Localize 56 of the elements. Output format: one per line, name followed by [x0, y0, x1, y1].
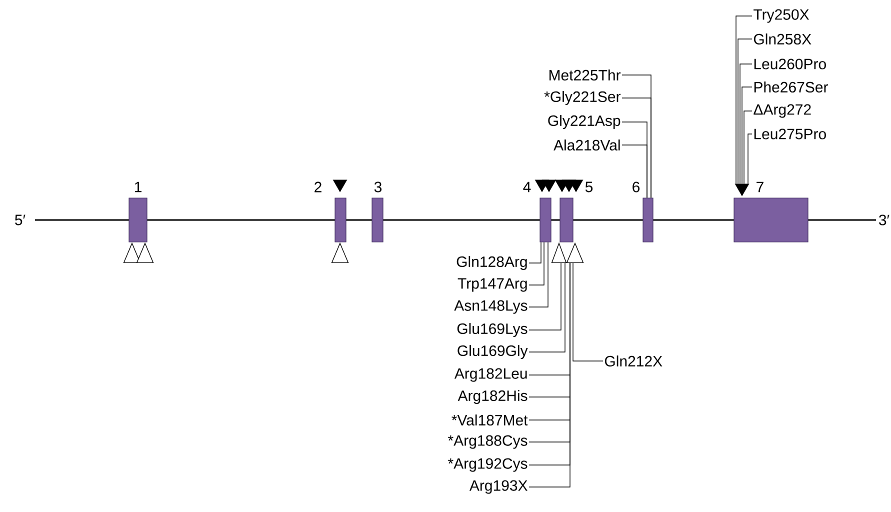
- mutation-label: Glu169Lys: [457, 323, 528, 337]
- leader-line: [744, 110, 752, 184]
- mutation-label: *Arg192Cys: [448, 458, 528, 472]
- mutation-label: Gln212X: [604, 356, 662, 366]
- exon-box: 7: [734, 182, 808, 242]
- leader-line: [572, 262, 604, 362]
- leader-line: [742, 86, 752, 184]
- mutation-label: Glu169Gly: [458, 345, 528, 359]
- strand-end-label: 3′: [879, 214, 890, 226]
- mutation-label: Met225Thr: [550, 70, 621, 80]
- exon-box: 6: [632, 182, 654, 242]
- leader-line: [740, 64, 752, 184]
- node-label: 1: [134, 182, 142, 192]
- mutation-triangle: [734, 184, 750, 196]
- mutation-label: Arg182His: [458, 390, 528, 404]
- mutation-label: Trp147Arg: [458, 278, 527, 292]
- mutation-label: Gln128Arg: [456, 256, 527, 270]
- mutation-triangle: [332, 180, 348, 192]
- mutation-label: Gln258X: [754, 34, 812, 44]
- leader-line: [748, 134, 752, 184]
- node-label: 5: [585, 182, 593, 192]
- node-label: 4: [523, 182, 531, 192]
- mutation-label: Leu260Pro: [754, 58, 826, 70]
- leader-line: [622, 98, 652, 198]
- mutation-label: Ala218Val: [554, 140, 620, 150]
- mutation-triangle: [542, 180, 556, 192]
- mutation-label: Try250X: [754, 9, 810, 23]
- mutation-label: *Arg188Cys: [448, 435, 528, 449]
- exon-box: 4: [523, 182, 552, 242]
- mutation-label: Arg182Leu: [454, 368, 527, 382]
- mutation-label: ΔArg272: [754, 104, 811, 118]
- leader-line: [528, 262, 562, 330]
- leader-line: [528, 262, 566, 352]
- mutation-label: Gly221Asp: [548, 115, 620, 129]
- leader-line: [528, 242, 542, 264]
- strand-end-label: 5′: [15, 214, 26, 226]
- leader-line: [736, 16, 752, 184]
- leader-line: [738, 38, 752, 184]
- node-label: 2: [314, 182, 322, 192]
- node-label: 3: [374, 182, 382, 192]
- mutation-triangle: [568, 180, 584, 192]
- exon-box: 3: [372, 182, 384, 242]
- exon-box: 5: [560, 182, 593, 242]
- mutation-label: Asn148Lys: [454, 300, 528, 314]
- mutation-label: *Val187Met: [452, 414, 528, 426]
- exon-box: 2: [314, 182, 346, 242]
- leader-line: [528, 242, 544, 286]
- exon-box: 1: [128, 182, 148, 242]
- node-label: 6: [632, 182, 640, 192]
- mutation-label: Phe267Ser: [754, 82, 828, 92]
- leader-line: [622, 144, 648, 198]
- node-label: 7: [756, 182, 764, 192]
- leader-line: [528, 242, 548, 308]
- mutation-label: Arg193X: [469, 480, 528, 494]
- mutation-label: Leu275Pro: [754, 128, 826, 140]
- mutation-label: *Gly221Ser: [544, 91, 621, 105]
